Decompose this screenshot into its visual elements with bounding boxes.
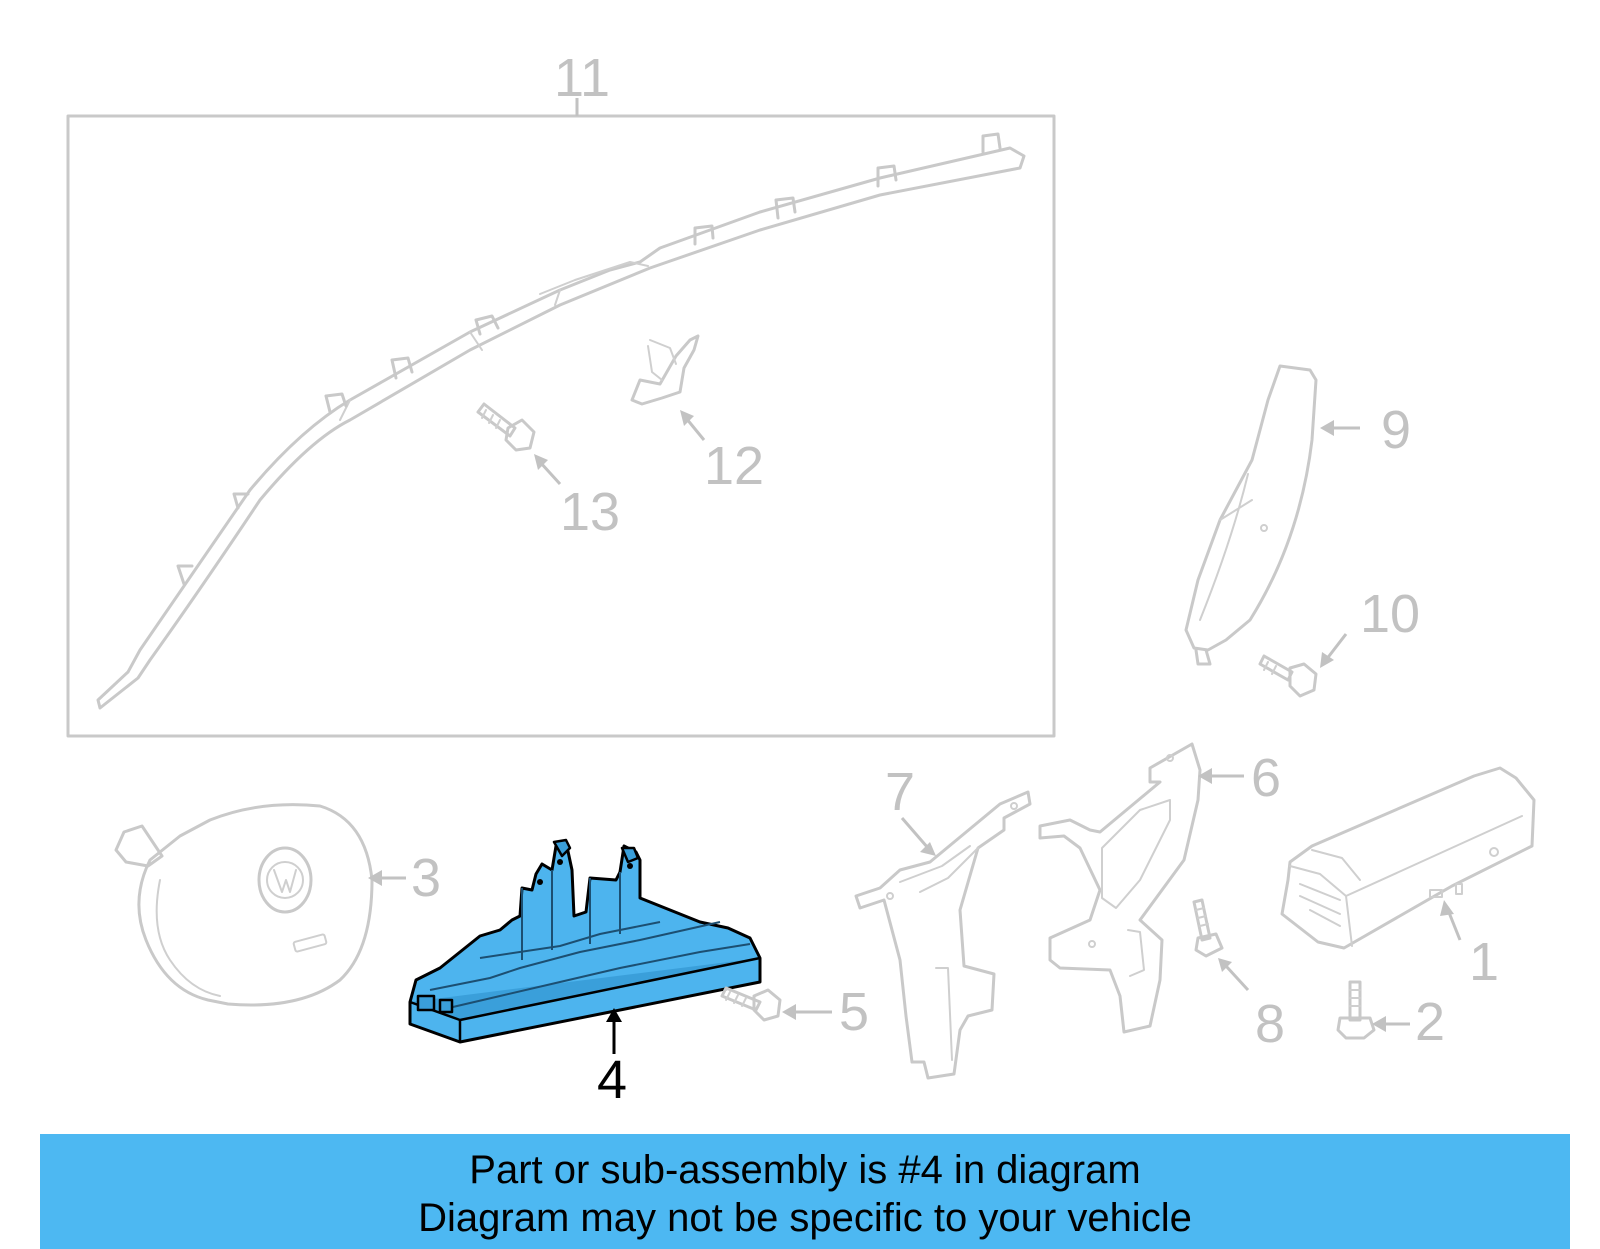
info-banner: Part or sub-assembly is #4 in diagram Di… xyxy=(40,1134,1570,1249)
callout-6: 6 xyxy=(1251,748,1281,808)
bolt-5-part[interactable] xyxy=(720,986,782,1022)
callout-12: 12 xyxy=(704,436,764,496)
bolt-8-part[interactable] xyxy=(1192,898,1224,958)
callout-labels: 1 2 3 4 5 6 7 8 9 10 11 12 13 xyxy=(411,48,1499,1110)
callout-7: 7 xyxy=(885,762,915,822)
curtain-airbag-part[interactable] xyxy=(96,132,1026,710)
screw-10-part[interactable] xyxy=(1258,654,1318,698)
parts-diagram: 1 2 3 4 5 6 7 8 9 10 11 12 13 xyxy=(66,48,1536,1110)
bracket-7-part[interactable] xyxy=(854,790,1032,1080)
callout-13: 13 xyxy=(560,482,620,542)
bolt-2-part[interactable] xyxy=(1336,980,1376,1040)
bolt-13-part[interactable] xyxy=(476,402,536,452)
curtain-airbag-group-box xyxy=(66,98,1056,738)
callout-5: 5 xyxy=(839,982,869,1042)
passenger-airbag-1-part[interactable] xyxy=(1280,766,1536,950)
callout-9: 9 xyxy=(1381,400,1411,460)
callout-10: 10 xyxy=(1360,584,1420,644)
callout-2: 2 xyxy=(1415,992,1445,1052)
driver-airbag-3-part[interactable] xyxy=(114,803,374,1007)
leader-lines xyxy=(368,410,1462,1054)
banner-line-part-number: Part or sub-assembly is #4 in diagram xyxy=(469,1148,1141,1192)
airbag-control-module-4-part[interactable] xyxy=(408,838,762,1044)
clip-part[interactable] xyxy=(630,334,700,406)
callout-1: 1 xyxy=(1469,932,1499,992)
callout-4: 4 xyxy=(597,1050,627,1110)
banner-line-disclaimer: Diagram may not be specific to your vehi… xyxy=(418,1196,1192,1240)
callout-11: 11 xyxy=(554,48,610,108)
callout-8: 8 xyxy=(1255,994,1285,1054)
callout-3: 3 xyxy=(411,848,441,908)
side-airbag-9-part[interactable] xyxy=(1184,364,1318,666)
bracket-6-part[interactable] xyxy=(1038,742,1202,1034)
